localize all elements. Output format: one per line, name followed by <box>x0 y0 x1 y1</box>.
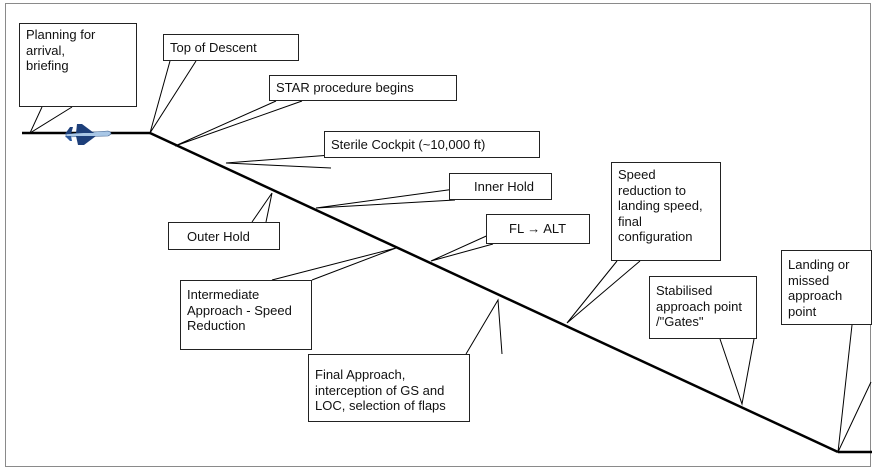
pointer-inner-hold <box>315 188 456 209</box>
callout-final-approach: Final Approach, interception of GS and L… <box>308 354 470 422</box>
pointer-fl-alt <box>430 232 494 262</box>
callout-inner-hold: Inner Hold <box>449 173 552 200</box>
callout-star: STAR procedure begins <box>269 75 457 101</box>
pointer-speed-reduction <box>566 260 641 324</box>
callout-fl-alt: FL → ALT <box>486 214 590 244</box>
pointer-final-approach <box>465 298 503 355</box>
descent-path-line <box>149 131 839 454</box>
pointer-stabilised <box>719 338 755 406</box>
callout-landing: Landing or missed approach point <box>781 250 872 325</box>
callout-speed-reduction: Speed reduction to landing speed, final … <box>611 162 721 261</box>
callout-planning: Planning for arrival, briefing <box>19 23 137 107</box>
pointer-outer-hold <box>251 192 273 223</box>
pointer-star <box>174 100 303 147</box>
callout-intermediate: Intermediate Approach - Speed Reduction <box>180 280 312 350</box>
airplane-icon <box>65 124 112 145</box>
pointer-landing <box>837 324 872 453</box>
callout-sterile: Sterile Cockpit (~10,000 ft) <box>324 131 540 158</box>
pointer-sterile <box>225 154 332 169</box>
pointer-intermediate <box>271 247 397 281</box>
callout-stabilised: Stabilised approach point /"Gates" <box>649 276 757 339</box>
callout-outer-hold: Outer Hold <box>168 222 280 250</box>
pointer-planning <box>28 106 73 135</box>
pointer-top-of-descent <box>149 60 197 134</box>
callout-top-of-descent: Top of Descent <box>163 34 299 61</box>
